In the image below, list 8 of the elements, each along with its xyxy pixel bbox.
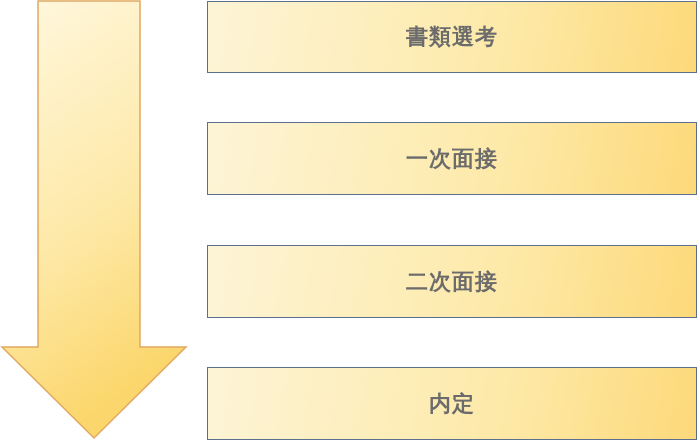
- process-box: [207, 122, 697, 195]
- step-label: 一次面接: [406, 146, 498, 174]
- step-label: 内定: [429, 390, 475, 418]
- step-label: 書類選考: [406, 24, 498, 52]
- process-box: [207, 245, 697, 318]
- process-box: [207, 367, 697, 440]
- step-label: 二次面接: [406, 268, 498, 296]
- process-box: [207, 1, 697, 73]
